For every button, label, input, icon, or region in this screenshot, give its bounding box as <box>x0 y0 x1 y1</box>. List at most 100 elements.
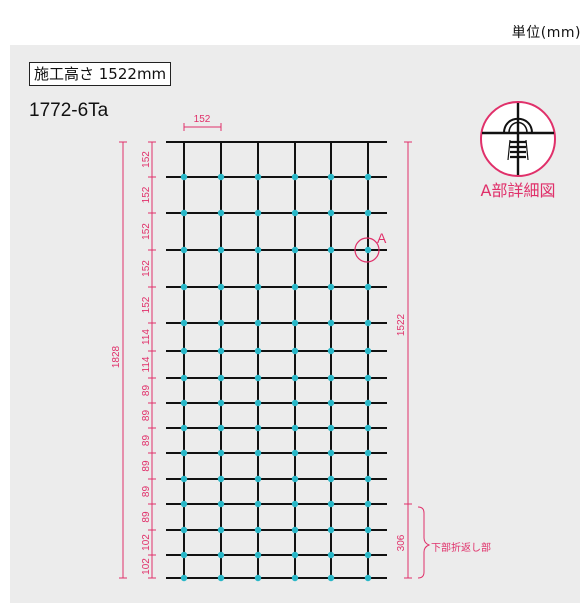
knot <box>327 347 335 355</box>
knot <box>291 574 299 582</box>
knot <box>291 319 299 327</box>
knot <box>180 399 188 407</box>
knot <box>217 449 225 457</box>
detail-a-icon <box>480 101 556 177</box>
bend-length-label: 306 <box>396 534 407 551</box>
knot <box>180 475 188 483</box>
knot <box>254 574 262 582</box>
knot <box>327 475 335 483</box>
knot <box>364 526 372 534</box>
install-height-label: 1522 <box>396 313 407 336</box>
knot <box>291 551 299 559</box>
spacing-label: 102 <box>141 558 152 575</box>
knot <box>291 283 299 291</box>
knot <box>254 209 262 217</box>
knot <box>327 574 335 582</box>
knot <box>180 449 188 457</box>
knot <box>364 424 372 432</box>
knot <box>254 475 262 483</box>
spacing-label: 102 <box>141 534 152 551</box>
knot <box>254 347 262 355</box>
knot <box>254 449 262 457</box>
spacing-label: 152 <box>141 151 152 168</box>
knot <box>254 399 262 407</box>
mesh-width-label: 152 <box>194 114 211 125</box>
knot <box>254 551 262 559</box>
knot <box>217 475 225 483</box>
spacing-label: 89 <box>141 511 152 523</box>
knot <box>180 283 188 291</box>
knot <box>364 319 372 327</box>
spacing-label: 152 <box>141 223 152 240</box>
knot <box>291 449 299 457</box>
knot <box>217 246 225 254</box>
bend-caption: 下部折返し部 <box>431 541 491 554</box>
spacing-label: 152 <box>141 186 152 203</box>
knot <box>217 173 225 181</box>
knot <box>217 283 225 291</box>
point-a-circle <box>354 237 380 263</box>
knot <box>327 399 335 407</box>
knot <box>327 424 335 432</box>
knot <box>364 449 372 457</box>
knot <box>291 500 299 508</box>
knot <box>254 319 262 327</box>
unit-label: 単位(mm) <box>511 25 581 41</box>
knot <box>217 374 225 382</box>
knot <box>364 173 372 181</box>
knot <box>291 526 299 534</box>
install-height-badge: 施工高さ 1522mm <box>29 62 172 86</box>
knot <box>291 424 299 432</box>
bend-brace <box>417 506 431 579</box>
knot <box>327 283 335 291</box>
knot <box>327 500 335 508</box>
knot <box>364 209 372 217</box>
knot <box>180 574 188 582</box>
knot <box>291 399 299 407</box>
knot <box>180 526 188 534</box>
knot <box>217 526 225 534</box>
total-height-label: 1828 <box>111 345 122 368</box>
spacing-label: 114 <box>141 356 152 372</box>
knot <box>254 283 262 291</box>
knot <box>364 574 372 582</box>
knot <box>364 374 372 382</box>
knot <box>254 526 262 534</box>
knot <box>327 319 335 327</box>
wire-mesh <box>166 141 387 579</box>
spacing-label: 89 <box>141 460 152 472</box>
knot <box>364 551 372 559</box>
knot <box>364 283 372 291</box>
detail-a-caption: A部詳細図 <box>481 181 556 200</box>
spacing-label: 152 <box>141 260 152 277</box>
knot <box>180 500 188 508</box>
knot <box>180 551 188 559</box>
knot <box>254 500 262 508</box>
spacing-label: 114 <box>141 329 152 345</box>
knot <box>180 246 188 254</box>
knot <box>217 574 225 582</box>
knot-points <box>180 173 372 582</box>
knot <box>180 347 188 355</box>
knot <box>254 246 262 254</box>
spacing-label: 152 <box>141 296 152 313</box>
spacing-label: 89 <box>141 486 152 498</box>
knot <box>291 246 299 254</box>
knot <box>217 551 225 559</box>
knot <box>364 500 372 508</box>
knot <box>327 374 335 382</box>
point-a-label: A <box>377 230 387 246</box>
knot <box>254 374 262 382</box>
knot <box>364 399 372 407</box>
knot <box>327 449 335 457</box>
knot <box>364 475 372 483</box>
knot <box>364 347 372 355</box>
knot <box>327 526 335 534</box>
knot <box>217 209 225 217</box>
knot <box>327 551 335 559</box>
knot <box>180 424 188 432</box>
knot <box>217 399 225 407</box>
knot <box>254 173 262 181</box>
